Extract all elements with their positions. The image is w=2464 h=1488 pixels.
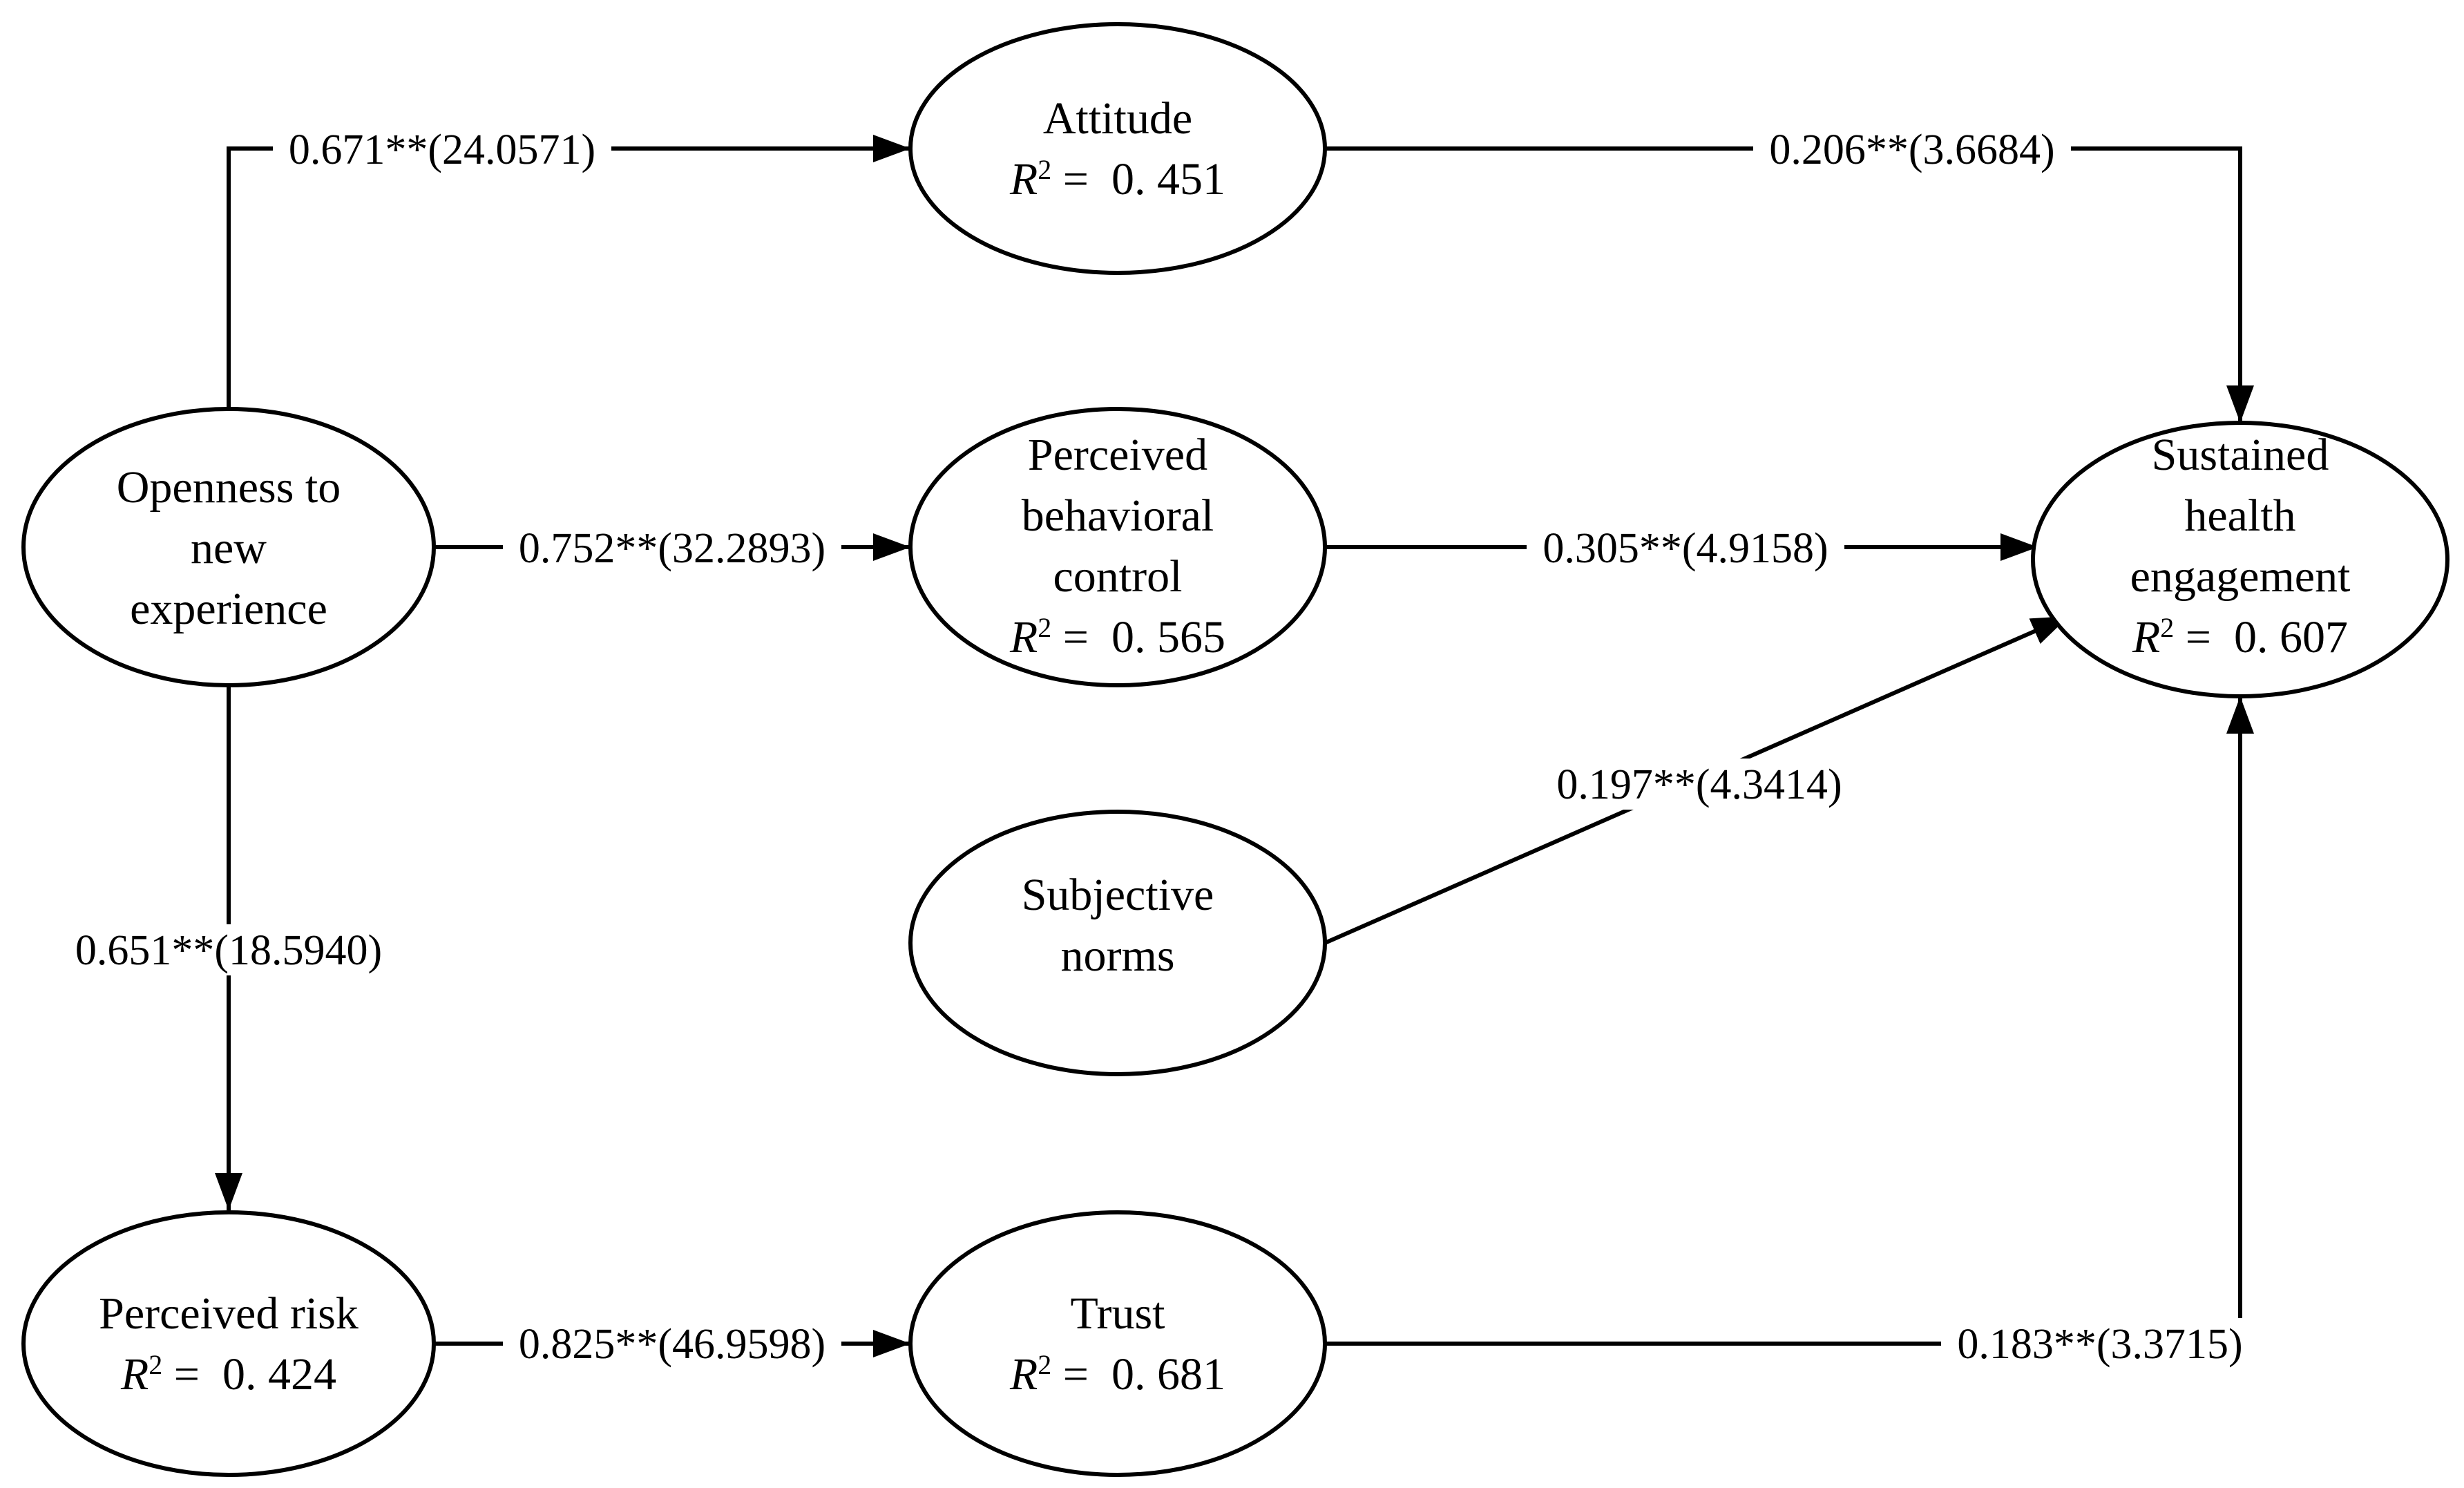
node-risk-line-1: Perceived risk — [99, 1288, 359, 1339]
node-attitude: Attitude R2 = 0. 451 — [908, 22, 1327, 275]
node-pbc-line-1: Perceived — [1028, 430, 1207, 480]
node-openness-line-1: Openness to — [117, 462, 341, 513]
node-trust: Trust R2 = 0. 681 — [908, 1210, 1327, 1477]
node-pbc-r2: R2 = 0. 565 — [1009, 612, 1225, 663]
node-openness-line-2: new — [191, 523, 267, 573]
node-subjective-ellipse — [908, 810, 1327, 1076]
node-engagement-r2: R2 = 0. 607 — [2132, 612, 2348, 663]
node-engagement-line-2: health — [2184, 490, 2295, 541]
edge-label-openness-attitude: 0.671**(24.0571) — [289, 126, 595, 173]
node-attitude-line-1: Attitude — [1043, 93, 1192, 144]
edge-label-trust-engagement: 0.183**(3.3715) — [1957, 1321, 2242, 1368]
node-risk-r2: R2 = 0. 424 — [120, 1349, 336, 1400]
node-subjective-line-1: Subjective — [1022, 870, 1214, 920]
node-trust-r2: R2 = 0. 681 — [1009, 1349, 1225, 1400]
edge-lines — [215, 135, 2254, 1357]
edge-label-openness-risk: 0.651**(18.5940) — [75, 927, 382, 974]
node-attitude-r2: R2 = 0. 451 — [1009, 154, 1225, 205]
node-pbc: Perceived behavioral control R2 = 0. 565 — [908, 407, 1327, 687]
node-pbc-line-3: control — [1053, 551, 1183, 602]
node-pbc-ellipse — [908, 407, 1327, 687]
edge-label-pbc-engagement: 0.305**(4.9158) — [1543, 525, 1828, 572]
node-engagement: Sustained health engagement R2 = 0. 607 — [2031, 421, 2449, 698]
node-openness: Openness to new experience — [21, 407, 436, 687]
node-subjective-line-2: norms — [1061, 931, 1175, 981]
node-engagement-line-3: engagement — [2130, 551, 2351, 602]
node-engagement-ellipse — [2031, 421, 2449, 698]
node-risk: Perceived risk R2 = 0. 424 — [21, 1210, 436, 1477]
edge-attitude-engagement — [1325, 146, 2254, 423]
edge-label-risk-trust: 0.825**(46.9598) — [519, 1321, 825, 1368]
edge-label-openness-pbc: 0.752**(32.2893) — [519, 525, 825, 572]
edge-openness-attitude — [227, 135, 910, 408]
node-pbc-line-2: behavioral — [1022, 490, 1214, 541]
node-openness-line-3: experience — [130, 584, 327, 634]
node-attitude-ellipse — [908, 22, 1327, 275]
edge-label-attitude-engagement: 0.206**(3.6684) — [1769, 126, 2054, 173]
edge-label-subjective-engagement: 0.197**(4.3414) — [1556, 761, 1842, 808]
edge-labels: 0.671**(24.0571) 0.752**(32.2893) 0.651*… — [55, 124, 2259, 1368]
node-trust-line-1: Trust — [1071, 1288, 1165, 1339]
node-engagement-line-1: Sustained — [2152, 430, 2329, 480]
node-openness-ellipse — [21, 407, 436, 687]
node-subjective: Subjective norms — [908, 810, 1327, 1076]
node-trust-ellipse — [908, 1210, 1327, 1477]
node-risk-ellipse — [21, 1210, 436, 1477]
